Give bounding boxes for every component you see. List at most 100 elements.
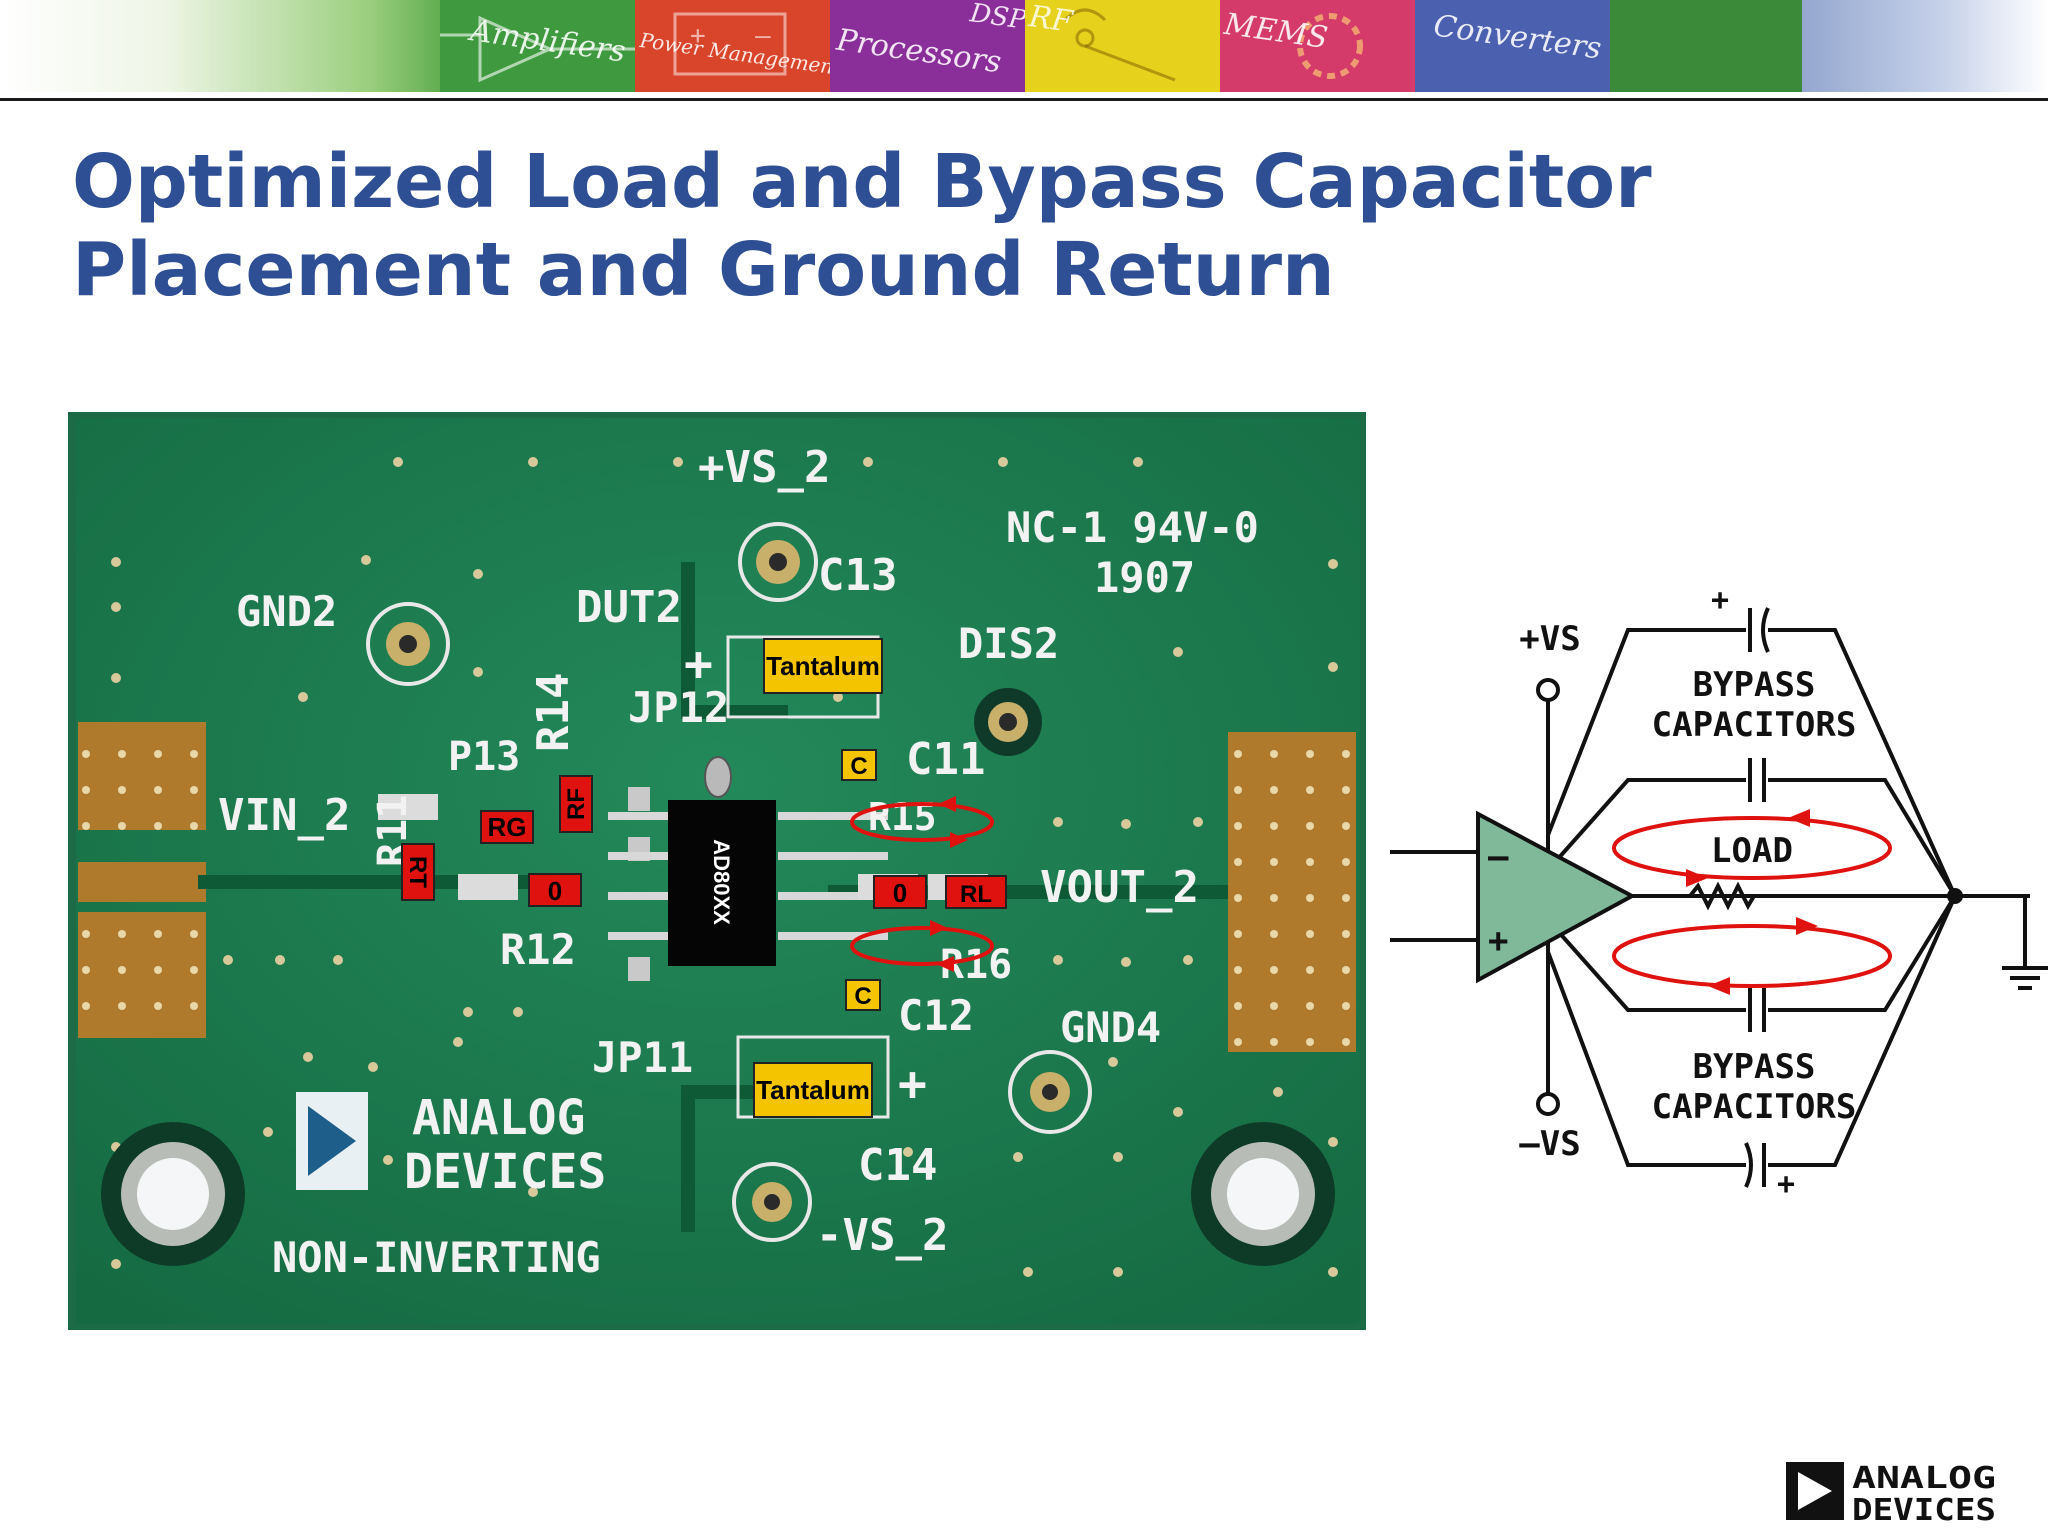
pcb-photo: AD80XX +VS_2 NC-1 94V-0 1907 C13 GND2 DU… xyxy=(68,412,1366,1330)
banner-label: DSP xyxy=(968,0,1025,36)
sma-pad-left-bottom xyxy=(78,912,206,1038)
header-banner: Amplifiers +– Power Management Processor… xyxy=(0,0,2048,92)
logo-triangle-icon xyxy=(1798,1472,1832,1510)
mounting-holes xyxy=(101,1122,1335,1266)
slide-title: Optimized Load and Bypass Capacitor Plac… xyxy=(72,138,1972,314)
via-grid xyxy=(111,457,1338,1277)
silk-gnd4: GND4 xyxy=(1060,1003,1161,1052)
banner-label: Processors xyxy=(834,22,1004,81)
footer-logo-line1: ANALOG xyxy=(1852,1461,1996,1496)
schematic-loop-arrows xyxy=(1686,809,1818,995)
silk-code: 1907 xyxy=(1094,553,1195,602)
silk-gnd2: GND2 xyxy=(236,587,337,636)
current-loops xyxy=(850,802,994,966)
silk-vout: VOUT_2 xyxy=(1040,862,1199,913)
banner-tile-rf: RF xyxy=(1025,0,1220,92)
rg-label: RG xyxy=(488,812,527,842)
logo-triangle-icon xyxy=(308,1106,356,1176)
r12-resistor xyxy=(458,874,518,900)
silk-plus-top: + xyxy=(684,636,713,692)
rt-box xyxy=(401,843,435,901)
svg-text:–: – xyxy=(755,21,771,51)
sma-center-pad xyxy=(78,862,206,902)
bypass-bottom-line1: BYPASS xyxy=(1693,1047,1816,1087)
tantalum-bottom-label: Tantalum xyxy=(756,1075,870,1105)
rl-box xyxy=(945,875,1007,909)
banner-tile-converters: Converters xyxy=(1415,0,1610,92)
banner-tile-processors: Processors DSP xyxy=(830,0,1025,92)
banner-label: RF xyxy=(1026,0,1075,40)
bypass-top-line1: BYPASS xyxy=(1693,665,1816,705)
cap-bottom-label: C xyxy=(854,983,871,1010)
zero-left-box xyxy=(528,873,582,907)
annotation-labels: Tantalum Tantalum C C RG RF RT 0 0 RL xyxy=(401,638,1007,1118)
sma-pad-left-top xyxy=(78,722,206,830)
tantalum-top-label: Tantalum xyxy=(766,651,880,681)
opamp-plus: + xyxy=(1488,921,1508,961)
banner-tile-mems: MEMS xyxy=(1220,0,1415,92)
test-point-holes xyxy=(366,522,1092,1242)
antenna-symbol-icon xyxy=(1063,8,1176,82)
title-line-2: Placement and Ground Return xyxy=(72,227,1335,313)
silk-p13: P13 xyxy=(448,734,520,780)
load-label: LOAD xyxy=(1711,831,1793,871)
cap-top-label: C xyxy=(850,753,867,780)
zero-left-label: 0 xyxy=(548,876,562,906)
silk-c14: C14 xyxy=(858,1140,937,1191)
footer-logo-line2: DEVICES xyxy=(1852,1493,1996,1524)
header-divider xyxy=(0,98,2048,101)
silk-vs-pos: +VS_2 xyxy=(698,442,830,493)
silkscreen-text: +VS_2 NC-1 94V-0 1907 C13 GND2 DUT2 DIS2… xyxy=(218,442,1259,1282)
board-logo: ANALOG DEVICES xyxy=(296,1090,606,1200)
title-line-1: Optimized Load and Bypass Capacitor xyxy=(72,139,1652,225)
silk-r12: R12 xyxy=(500,925,576,974)
cap-polarity-top: + xyxy=(1711,590,1729,618)
silk-plus-bottom: + xyxy=(898,1056,927,1112)
banner-tile-amplifiers: Amplifiers xyxy=(440,0,635,92)
silk-vin: VIN_2 xyxy=(218,790,350,841)
board-logo-line1: ANALOG xyxy=(412,1090,585,1146)
pin1-marker xyxy=(704,756,732,798)
rg-resistor xyxy=(378,794,438,820)
sma-pad-right xyxy=(1228,732,1356,1052)
vs-neg-label: –VS xyxy=(1519,1124,1580,1164)
opamp-minus: – xyxy=(1488,837,1509,877)
board-logo-line2: DEVICES xyxy=(404,1144,606,1200)
banner-tile-power: +– Power Management xyxy=(635,0,830,92)
silk-nc: NC-1 94V-0 xyxy=(1006,503,1259,552)
silk-dut2: DUT2 xyxy=(576,582,682,633)
load-resistor xyxy=(1688,881,1756,911)
silk-c13: C13 xyxy=(818,550,897,601)
zero-right-label: 0 xyxy=(893,878,907,908)
ic-package: AD80XX xyxy=(608,756,888,981)
cap-bottom-box xyxy=(845,979,881,1011)
opamp-symbol xyxy=(1476,810,1637,984)
bypass-bottom-line2: CAPACITORS xyxy=(1652,1087,1857,1127)
tantalum-bottom-box xyxy=(753,1062,873,1118)
silk-jp12: JP12 xyxy=(628,683,729,732)
banner-label: Converters xyxy=(1431,8,1604,67)
silk-jp11: JP11 xyxy=(592,1033,693,1082)
schematic-loops xyxy=(1612,816,1892,988)
silk-vs-neg: -VS_2 xyxy=(816,1210,948,1261)
vs-pos-label: +VS xyxy=(1519,619,1580,659)
rf-label: RF xyxy=(563,788,590,820)
silk-c11: C11 xyxy=(906,734,985,785)
rl-label: RL xyxy=(960,881,992,908)
bypass-top-line2: CAPACITORS xyxy=(1652,705,1857,745)
analog-devices-logo: ANALOG DEVICES xyxy=(1786,1461,1996,1524)
ground-node xyxy=(1947,888,1963,904)
vs-pos-terminal xyxy=(1536,678,1560,702)
silk-dis2: DIS2 xyxy=(958,619,1059,668)
cap-polarity-bottom: + xyxy=(1777,1167,1795,1202)
amplifier-symbol-icon xyxy=(440,15,635,83)
loop-bottom xyxy=(850,926,994,966)
rt-label: RT xyxy=(404,856,431,888)
zero-right-box xyxy=(873,875,927,909)
battery-symbol-icon: +– xyxy=(673,12,787,76)
tantalum-top-box xyxy=(763,638,883,694)
loop-arrows xyxy=(930,796,968,972)
silk-c12: C12 xyxy=(898,991,974,1040)
capacitor-symbols xyxy=(1744,607,1770,1188)
loop-top xyxy=(850,802,994,842)
